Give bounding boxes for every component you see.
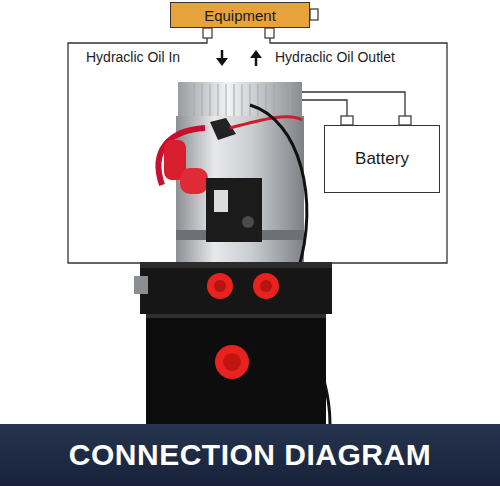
flow-arrow: [250, 50, 262, 66]
oil-reservoir: [146, 314, 326, 426]
battery-terminal: [399, 116, 411, 125]
port: [203, 28, 212, 38]
port: [310, 9, 318, 20]
banner-band: CONNECTION DIAGRAM: [0, 424, 500, 486]
valve-manifold: [134, 262, 332, 314]
battery-wire: [300, 100, 347, 118]
motor: [176, 82, 304, 266]
box-label: Battery: [355, 149, 409, 169]
battery-box: Battery: [324, 125, 440, 193]
solenoid: [206, 178, 262, 242]
port: [265, 28, 274, 38]
port-label: Hydraclic Oil Outlet: [273, 49, 397, 65]
flow-arrow: [216, 50, 228, 66]
battery-terminal: [341, 116, 353, 125]
equipment-box: Equipment: [170, 2, 310, 28]
port-label: Hydraclic Oil In: [84, 49, 182, 65]
banner-caption: CONNECTION DIAGRAM: [69, 438, 431, 472]
box-label: Equipment: [204, 7, 276, 24]
